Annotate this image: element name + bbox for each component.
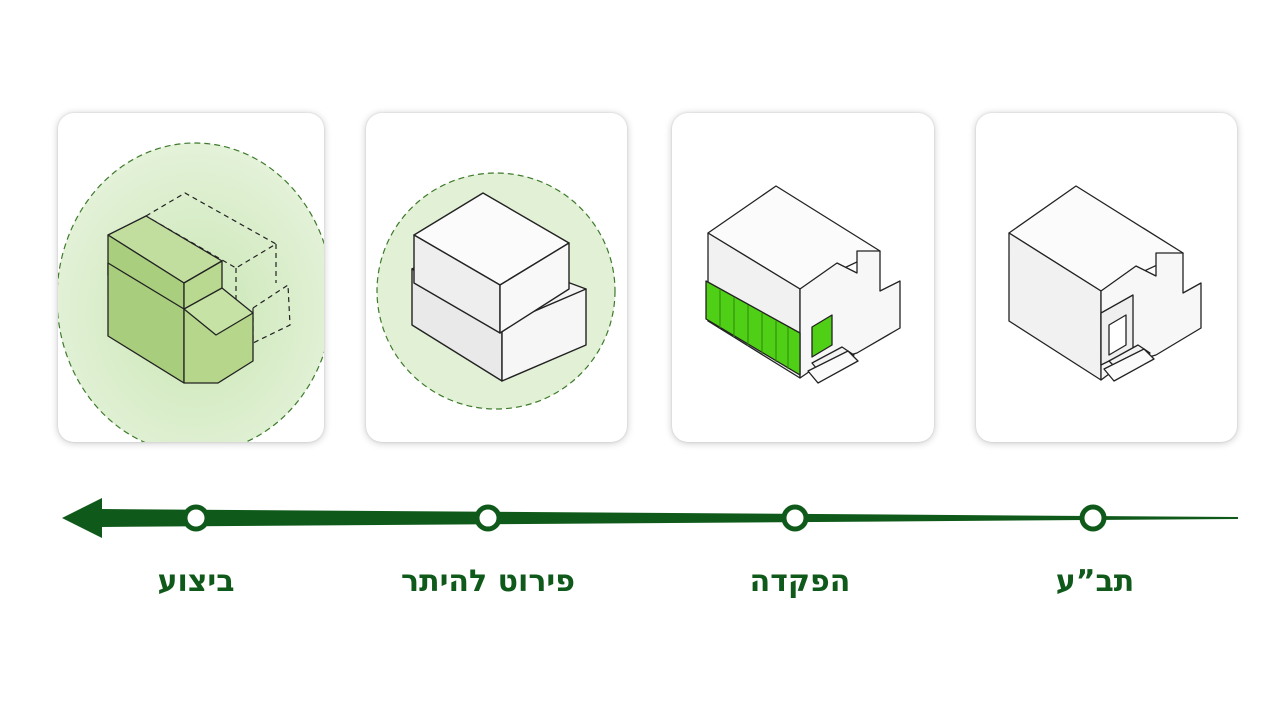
master-plan-massing-diagram: [1008, 185, 1202, 382]
milestone-permit-detail: [474, 504, 502, 532]
milestone-deposit: [781, 504, 809, 532]
building-block-icon: [107, 215, 254, 384]
timeline: [62, 498, 1238, 538]
dashed-future-volume: [144, 192, 291, 344]
stage-card-permit-detail: [366, 113, 627, 442]
building-block-icon: [1008, 185, 1202, 382]
deposit-massing-diagram: [705, 185, 901, 384]
stage-label-deposit: הפקדה: [749, 564, 851, 599]
stage-label-permit-detail: פירוט להיתר: [401, 564, 575, 599]
stage-card-master-plan: [976, 113, 1237, 442]
execution-massing-diagram: [58, 142, 324, 442]
building-block-icon: [705, 185, 901, 384]
permit-massing-diagram: [376, 172, 616, 410]
milestone-master-plan: [1079, 504, 1107, 532]
stage-card-deposit: [672, 113, 934, 442]
stage-card-execution: [58, 113, 324, 442]
stage-label-execution: ביצוע: [157, 564, 235, 599]
arrow-left-icon: [62, 498, 102, 538]
stage-label-master-plan: תב”ע: [1055, 564, 1135, 599]
timeline-bar: [100, 509, 1238, 527]
building-block-icon: [411, 192, 587, 382]
milestone-circle-icon: [182, 504, 1107, 532]
milestone-execution: [182, 504, 210, 532]
